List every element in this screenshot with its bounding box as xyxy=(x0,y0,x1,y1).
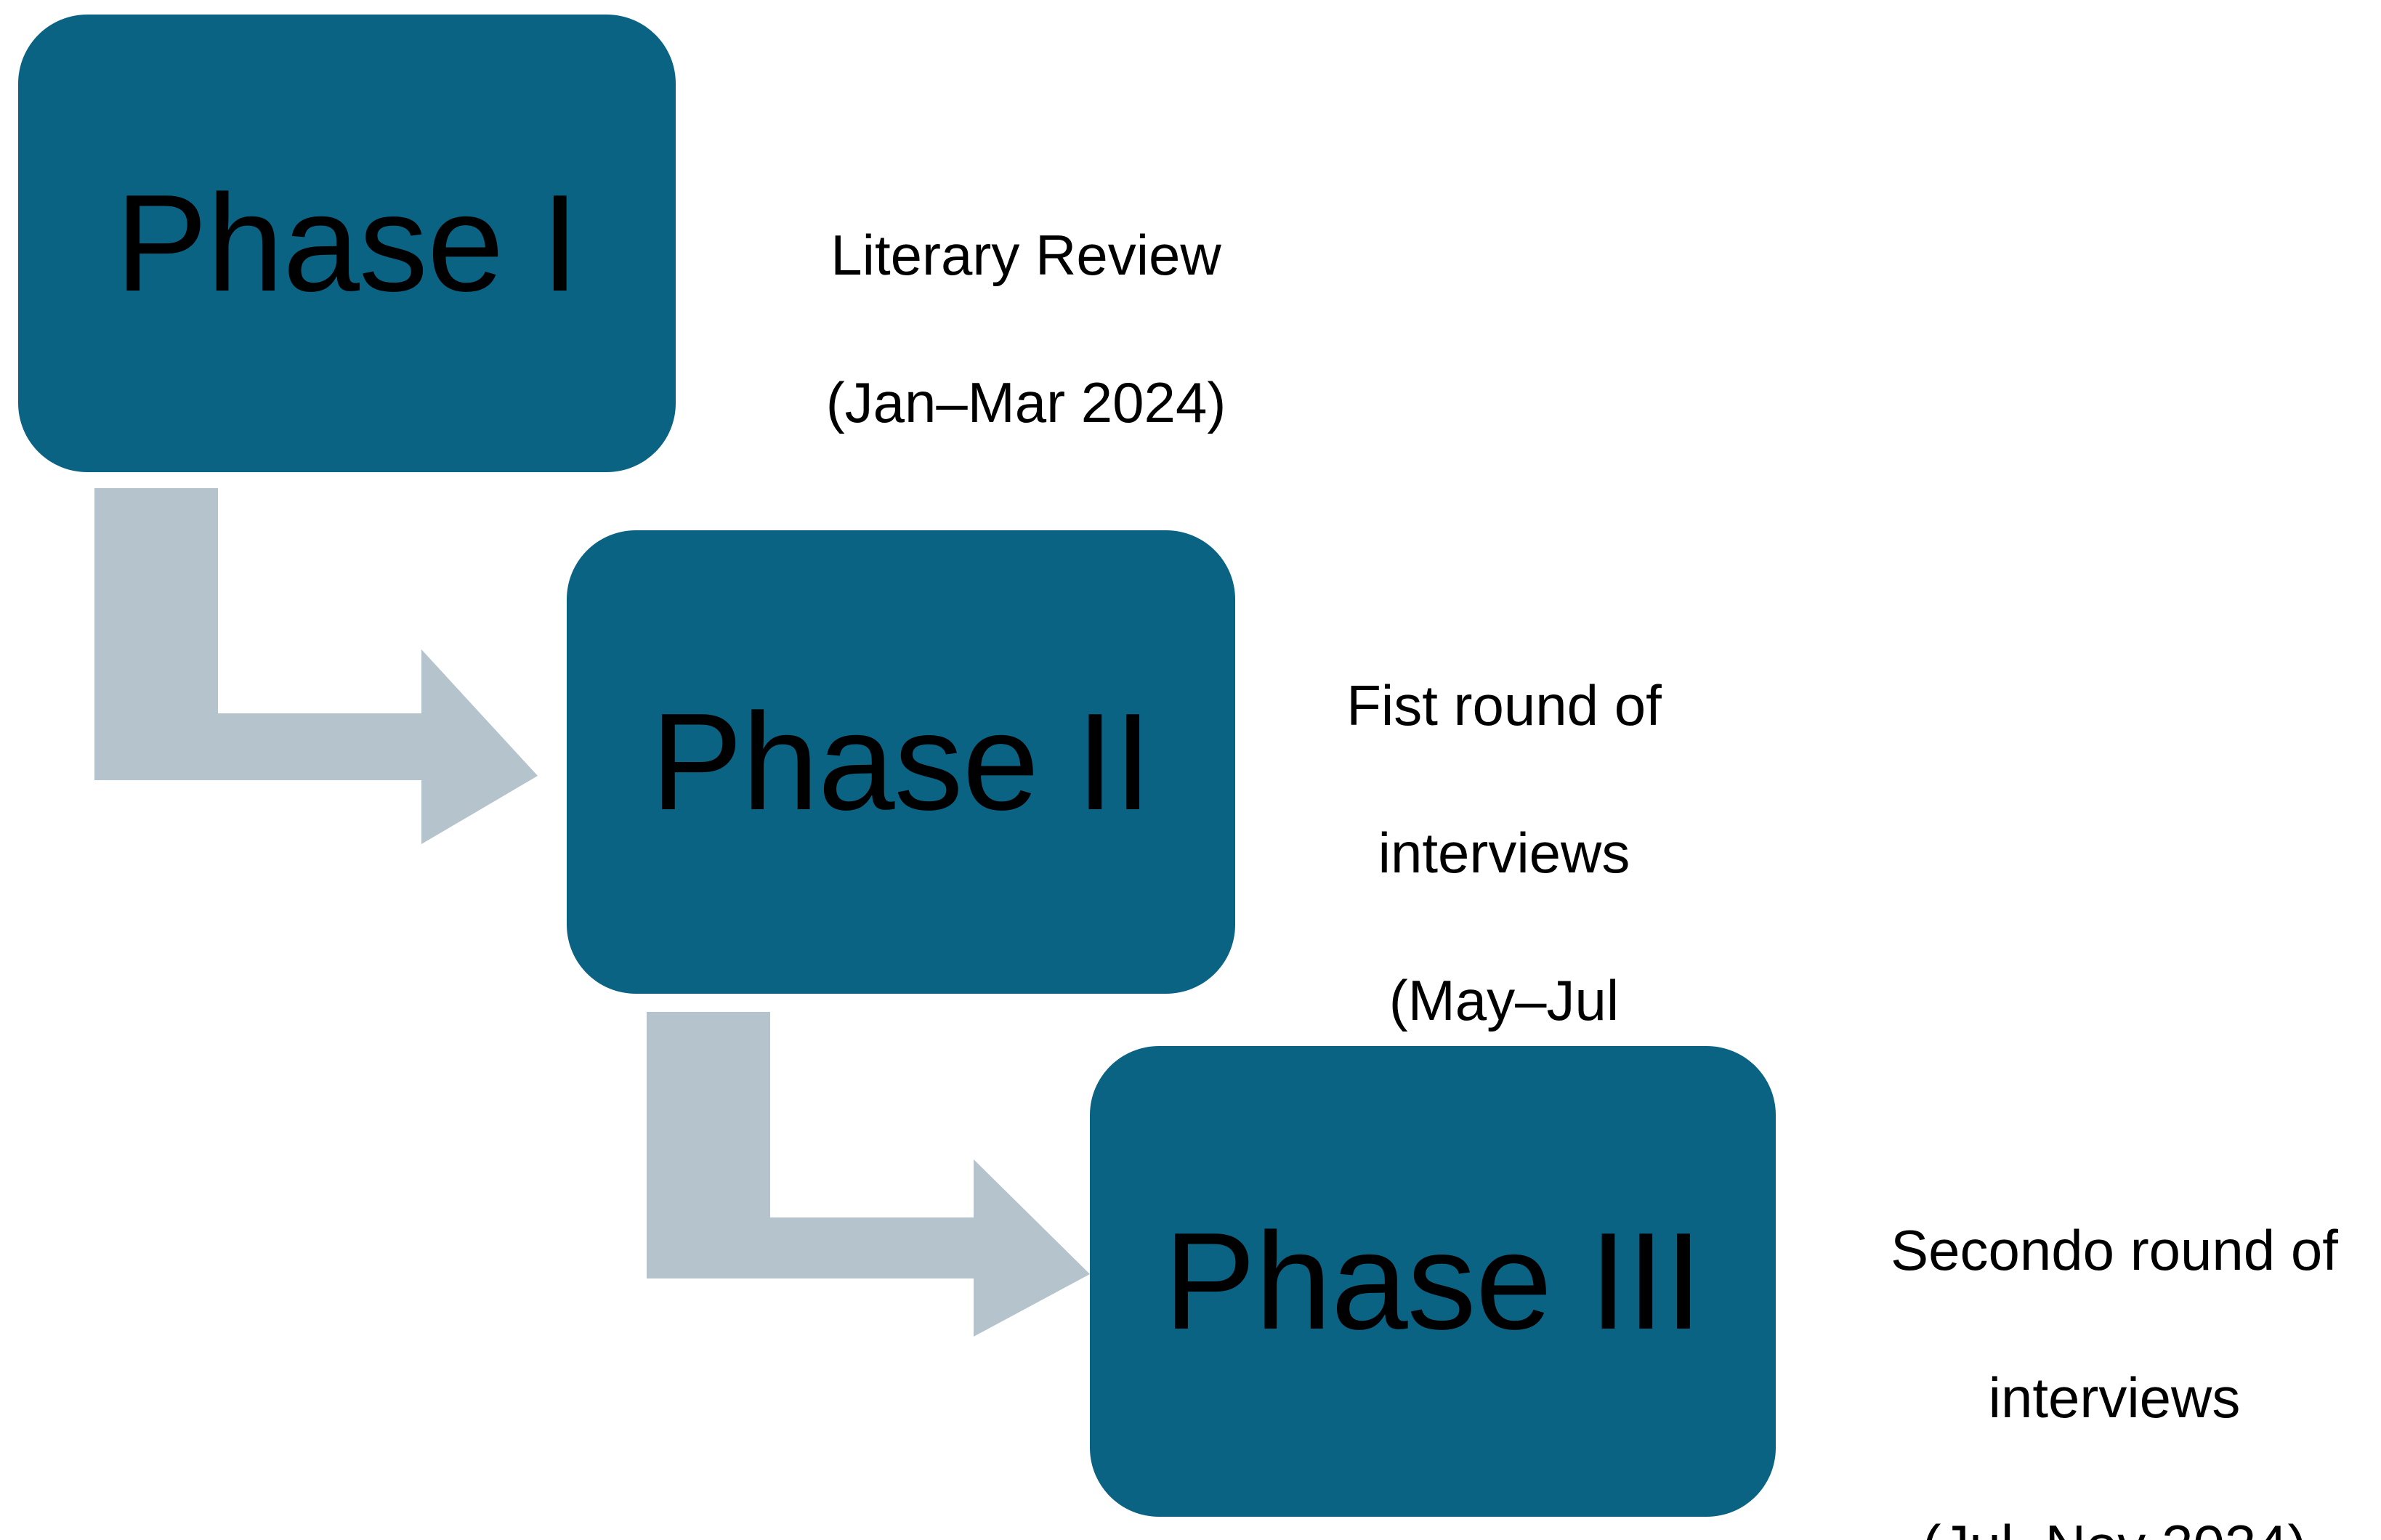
phase-box-1[interactable]: Phase I xyxy=(18,15,676,472)
connector-arrow-phase1-to-phase2 xyxy=(94,488,538,844)
phase-3-caption-line-3: (Jul–Nov 2024) xyxy=(1860,1509,2369,1540)
phase-3-caption: Secondo round of interviews (Jul–Nov 202… xyxy=(1860,1140,2369,1540)
phase-3-caption-line-1: Secondo round of xyxy=(1891,1218,2338,1283)
phase-1-caption-line-2: (Jan–Mar 2024) xyxy=(825,370,1226,435)
phase-box-1-label: Phase I xyxy=(115,166,579,320)
bent-arrow-down-right-icon xyxy=(94,488,538,844)
phase-1-caption: Literary Review (Jan–Mar 2024) xyxy=(757,145,1295,514)
bent-arrow-down-right-icon xyxy=(647,1012,1090,1337)
phase-1-caption-line-1: Literary Review xyxy=(830,223,1221,288)
phase-2-caption-line-2: interviews xyxy=(1378,821,1630,885)
connector-arrow-phase2-to-phase3 xyxy=(647,1012,1090,1337)
phase-box-3[interactable]: Phase III xyxy=(1090,1046,1776,1517)
phase-2-caption-line-3: (May–Jul xyxy=(1388,968,1620,1032)
phase-box-2[interactable]: Phase II xyxy=(567,530,1235,994)
phase-box-3-label: Phase III xyxy=(1163,1204,1703,1358)
phase-3-caption-line-2: interviews xyxy=(1988,1366,2241,1430)
phase-box-2-label: Phase II xyxy=(650,685,1152,839)
phase-2-caption-line-1: Fist round of xyxy=(1346,673,1662,738)
